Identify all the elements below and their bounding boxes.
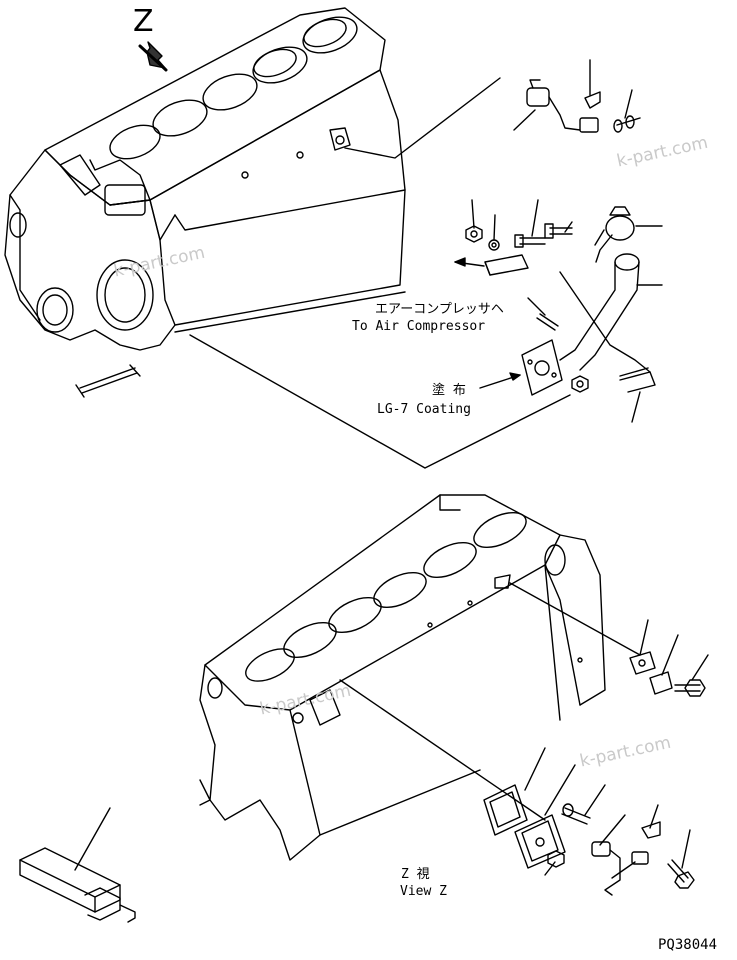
lower-engine-block — [199, 494, 641, 861]
air-compressor-pipe-assembly — [454, 199, 663, 423]
air-compressor-label-jp: エアーコンプレッサヘ — [375, 302, 504, 317]
coating-label-en: LG-7 Coating — [377, 402, 471, 417]
view-z-label-en: View Z — [400, 884, 447, 899]
view-marker-z: Z — [133, 4, 154, 39]
bar-tool — [19, 807, 136, 923]
view-z-label-jp: Z 視 — [401, 867, 430, 882]
upper-engine-block — [4, 7, 571, 469]
view-z-cover-parts — [483, 619, 709, 896]
oil-pressure-sensor-assembly — [513, 59, 641, 133]
coating-label-jp: 塗 布 — [432, 383, 466, 398]
view-z-arrow — [138, 41, 168, 72]
air-compressor-label-en: To Air Compressor — [352, 319, 486, 334]
drawing-number: PQ38044 — [658, 937, 718, 953]
